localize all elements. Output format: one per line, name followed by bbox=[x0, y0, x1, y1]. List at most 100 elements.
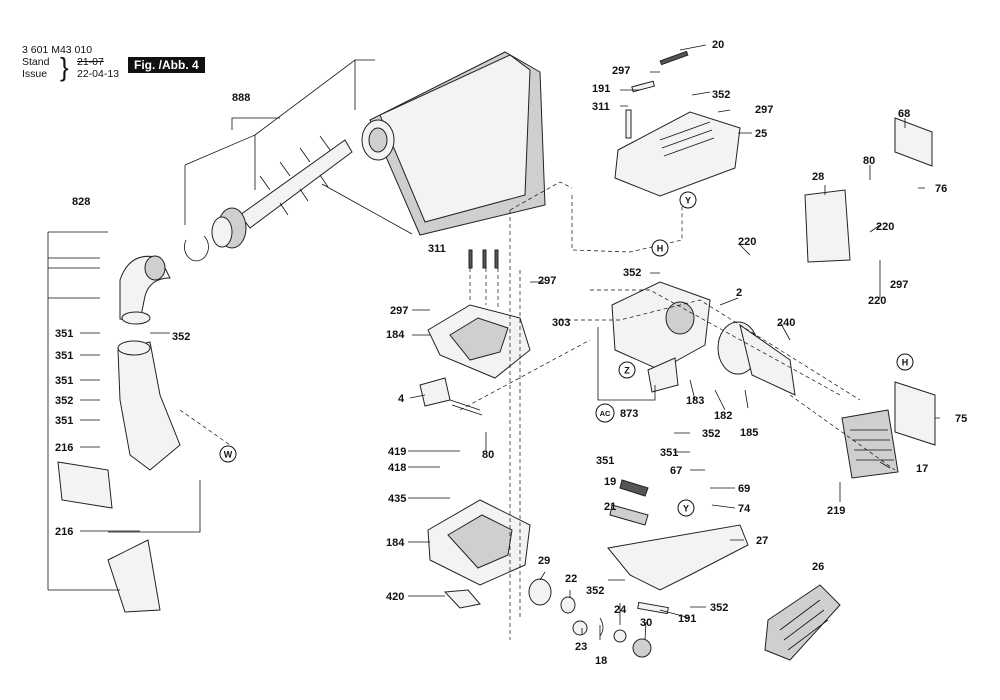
stand-label: Stand bbox=[22, 56, 50, 68]
housing-28-part bbox=[804, 189, 851, 263]
part-label-311: 311 bbox=[592, 101, 610, 113]
pad-191-bottom-part bbox=[637, 601, 669, 615]
assembly-dashed-lines bbox=[179, 181, 896, 640]
part-label-23: 23 bbox=[575, 641, 587, 653]
part-number-labels: 20 297 191 352 311 297 25 888 828 68 80 … bbox=[55, 39, 967, 667]
part-label-67: 67 bbox=[670, 465, 682, 477]
view-marker-y-top: Y bbox=[679, 191, 697, 209]
bottom-cover-part bbox=[607, 524, 749, 591]
nut-22-part bbox=[560, 596, 576, 614]
part-label-75: 75 bbox=[955, 413, 967, 425]
part-label-27: 27 bbox=[756, 535, 768, 547]
part-label-80: 80 bbox=[863, 155, 875, 167]
part-label-352: 352 bbox=[712, 89, 730, 101]
ring-24-part bbox=[613, 629, 627, 643]
part-label-297: 297 bbox=[538, 275, 556, 287]
part-label-352: 352 bbox=[623, 267, 641, 279]
part-label-18: 18 bbox=[595, 655, 607, 667]
part-label-25: 25 bbox=[755, 128, 767, 140]
part-label-828: 828 bbox=[72, 196, 90, 208]
view-marker-h-center: H bbox=[651, 239, 669, 257]
document-header: 3 601 M43 010 Stand Issue } 21-07 22-04-… bbox=[22, 44, 222, 84]
spring-18-part bbox=[599, 617, 604, 637]
figure-title: Fig. /Abb. 4 bbox=[128, 57, 205, 73]
part-label-191: 191 bbox=[678, 613, 696, 625]
part-label-22: 22 bbox=[565, 573, 577, 585]
part-label-69: 69 bbox=[738, 483, 750, 495]
knob-29-part bbox=[528, 578, 552, 606]
marker-letter: AC bbox=[600, 409, 611, 418]
part-label-873: 873 bbox=[620, 408, 638, 420]
part-label-191: 191 bbox=[592, 83, 610, 95]
gearbox-part bbox=[611, 281, 711, 393]
clip-ring-part bbox=[184, 235, 209, 262]
view-marker-h-right: H bbox=[896, 353, 914, 371]
marker-letter: Y bbox=[685, 196, 691, 206]
part-label-352: 352 bbox=[702, 428, 720, 440]
part-label-220: 220 bbox=[868, 295, 886, 307]
view-marker-y-bottom: Y bbox=[677, 499, 695, 517]
nut-30-part bbox=[632, 638, 652, 658]
hose-part bbox=[211, 135, 353, 249]
part-label-216: 216 bbox=[55, 442, 73, 454]
plate-20-part bbox=[659, 50, 689, 66]
frame-184-top-part bbox=[427, 304, 531, 379]
part-label-303: 303 bbox=[552, 317, 570, 329]
view-marker-z: Z bbox=[618, 361, 636, 379]
part-label-68: 68 bbox=[898, 108, 910, 120]
plate-68-part bbox=[894, 117, 933, 167]
part-label-21: 21 bbox=[604, 501, 616, 513]
part-label-220: 220 bbox=[876, 221, 894, 233]
screws-311-part bbox=[468, 249, 499, 269]
part-label-182: 182 bbox=[714, 410, 732, 422]
part-label-435: 435 bbox=[388, 493, 406, 505]
upper-duct-part bbox=[117, 340, 181, 471]
part-label-351: 351 bbox=[596, 455, 614, 467]
part-label-183: 183 bbox=[686, 395, 704, 407]
part-label-311: 311 bbox=[428, 243, 446, 255]
brace-symbol: } bbox=[60, 52, 69, 82]
electronics-module-part bbox=[841, 409, 899, 479]
part-label-297: 297 bbox=[612, 65, 630, 77]
view-markers: Y H H Z AC W Y bbox=[219, 191, 914, 517]
marker-letter: Y bbox=[683, 504, 689, 514]
pin-311-part bbox=[625, 109, 632, 139]
part-label-26: 26 bbox=[812, 561, 824, 573]
stand-date: 21-07 bbox=[77, 56, 104, 68]
part-label-219: 219 bbox=[827, 505, 845, 517]
marker-letter: H bbox=[657, 244, 664, 254]
washer-23-part bbox=[572, 620, 588, 636]
part-label-297: 297 bbox=[755, 104, 773, 116]
part-label-220: 220 bbox=[738, 236, 756, 248]
part-label-20: 20 bbox=[712, 39, 724, 51]
part-label-888: 888 bbox=[232, 92, 250, 104]
elbow-adapter-part bbox=[119, 255, 171, 325]
lever-420-part bbox=[443, 589, 481, 609]
part-label-351: 351 bbox=[55, 375, 73, 387]
part-label-351: 351 bbox=[55, 328, 73, 340]
view-marker-w: W bbox=[219, 445, 237, 463]
base-frame-part bbox=[427, 499, 531, 586]
part-label-351: 351 bbox=[55, 415, 73, 427]
part-label-184: 184 bbox=[386, 329, 405, 341]
part-label-185: 185 bbox=[740, 427, 758, 439]
part-label-352: 352 bbox=[172, 331, 190, 343]
marker-letter: Z bbox=[624, 366, 630, 376]
cable-tie-part bbox=[321, 183, 413, 235]
part-label-4: 4 bbox=[398, 393, 405, 405]
part-label-28: 28 bbox=[812, 171, 824, 183]
document-number: 3 601 M43 010 bbox=[22, 44, 93, 56]
part-label-29: 29 bbox=[538, 555, 550, 567]
issue-label: Issue bbox=[22, 68, 48, 80]
dust-bag-part bbox=[361, 51, 546, 236]
part-label-352: 352 bbox=[586, 585, 604, 597]
part-label-2: 2 bbox=[736, 287, 742, 299]
bracket-part bbox=[57, 461, 113, 509]
part-label-74: 74 bbox=[738, 503, 751, 515]
marker-letter: H bbox=[902, 358, 909, 368]
part-label-352: 352 bbox=[55, 395, 73, 407]
grip-26-part bbox=[764, 584, 841, 661]
part-label-216: 216 bbox=[55, 526, 73, 538]
part-label-240: 240 bbox=[777, 317, 795, 329]
